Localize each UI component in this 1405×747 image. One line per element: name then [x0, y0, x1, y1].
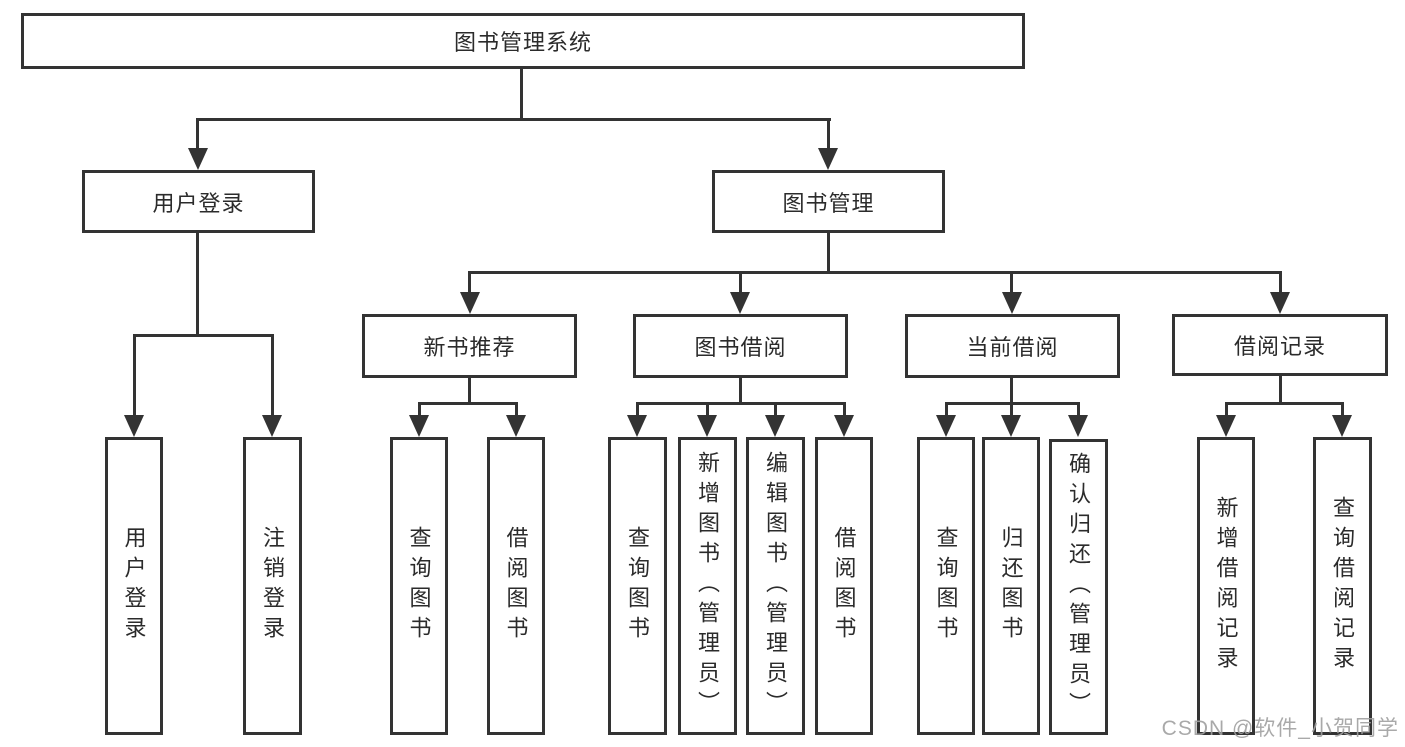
connector-leaf-stem [515, 402, 518, 417]
connector-to-current-borrowing-stem [1010, 271, 1013, 294]
node-label: 图书管理系统 [453, 30, 592, 55]
node-new-book-recommendation: 新书推荐 [362, 314, 577, 378]
connector-leaf-stem [774, 402, 777, 417]
leaf-label: 借阅图书 [503, 526, 529, 646]
connector-borrowing-records-hbar [1225, 402, 1344, 405]
connector-leaf-stem [1341, 402, 1344, 417]
leaf-query-books-current: 查询图书 [917, 437, 975, 735]
leaf-user-login: 用户登录 [105, 437, 163, 735]
leaf-label: 查询图书 [625, 526, 651, 646]
leaf-label: 新增借阅记录 [1213, 496, 1239, 676]
leaf-edit-book-admin: 编辑图书（管理员） [746, 437, 805, 735]
node-book-management: 图书管理 [712, 170, 945, 233]
node-label: 新书推荐 [423, 335, 516, 360]
arrow-to-book-management-icon [818, 148, 838, 170]
leaf-borrow-books-borrowing: 借阅图书 [815, 437, 873, 735]
arrow-to-new-book-recommendation-icon [460, 292, 480, 314]
arrow-to-user-login-icon [188, 148, 208, 170]
watermark: CSDN @软件_小贺同学 [1161, 717, 1399, 740]
connector-current-borrowing-stem [1010, 378, 1013, 405]
leaf-confirm-return-admin: 确认归还（管理员） [1049, 439, 1108, 735]
node-label: 用户登录 [152, 190, 245, 216]
leaf-query-borrow-record: 查询借阅记录 [1313, 437, 1372, 735]
node-label: 借阅记录 [1233, 334, 1326, 359]
leaf-return-book: 归还图书 [982, 437, 1040, 735]
leaf-label: 注销登录 [260, 526, 286, 646]
leaf-logout: 注销登录 [243, 437, 302, 735]
node-borrowing-records: 借阅记录 [1172, 314, 1388, 376]
leaf-label: 确认归还（管理员） [1066, 452, 1092, 722]
leaf-label: 借阅图书 [831, 526, 857, 646]
arrow-to-book-borrowing-icon [730, 292, 750, 314]
arrow-to-leaf-icon [627, 415, 647, 437]
leaf-label: 用户登录 [121, 526, 147, 646]
arrow-to-current-borrowing-icon [1002, 292, 1022, 314]
connector-leaf-stem [843, 402, 846, 417]
arrow-to-leaf-icon [409, 415, 429, 437]
arrow-to-leaf-icon [697, 415, 717, 437]
arrow-to-leaf-icon [765, 415, 785, 437]
node-label: 图书借阅 [694, 335, 787, 360]
connector-to-book-borrowing-stem [739, 271, 742, 294]
leaf-add-borrow-record: 新增借阅记录 [1197, 437, 1255, 735]
node-label: 图书管理 [782, 190, 875, 216]
connector-user-login-hbar [133, 334, 274, 337]
connector-book-management-stem [827, 233, 830, 273]
connector-root-hbar [196, 118, 831, 121]
connector-new-book-recommendation-stem [468, 378, 471, 405]
connector-user-login-stem [196, 233, 199, 336]
connector-to-borrowing-records-stem [1279, 271, 1282, 294]
arrow-to-leaf-icon [936, 415, 956, 437]
leaf-label: 新增图书（管理员） [695, 451, 721, 721]
connector-leaf-stem [706, 402, 709, 417]
connector-new-book-recommendation-hbar [418, 402, 518, 405]
connector-to-user-login-stem [196, 118, 199, 150]
connector-to-new-book-recommendation-stem [468, 271, 471, 294]
leaf-label: 查询图书 [933, 526, 959, 646]
leaf-borrow-books-recommend: 借阅图书 [487, 437, 545, 735]
node-library-management-system: 图书管理系统 [21, 13, 1025, 69]
arrow-to-leaf-icon [1001, 415, 1021, 437]
connector-book-borrowing-stem [739, 378, 742, 405]
leaf-label: 编辑图书（管理员） [763, 451, 789, 721]
connector-to-book-management-stem [827, 118, 830, 150]
connector-to-leaf-logout-stem [271, 334, 274, 417]
connector-leaf-stem [418, 402, 421, 417]
connector-book-management-hbar [469, 271, 1282, 274]
leaf-query-books-recommend: 查询图书 [390, 437, 448, 735]
connector-book-borrowing-hbar [636, 402, 846, 405]
node-current-borrowing: 当前借阅 [905, 314, 1120, 378]
node-user-login: 用户登录 [82, 170, 315, 233]
leaf-add-book-admin: 新增图书（管理员） [678, 437, 737, 735]
arrow-to-leaf-user-login-icon [124, 415, 144, 437]
connector-leaf-stem [945, 402, 948, 417]
arrow-to-leaf-icon [834, 415, 854, 437]
arrow-to-leaf-icon [1068, 415, 1088, 437]
node-book-borrowing: 图书借阅 [633, 314, 848, 378]
node-label: 当前借阅 [966, 335, 1059, 360]
connector-leaf-stem [1010, 402, 1013, 417]
connector-to-leaf-user-login-stem [133, 334, 136, 417]
leaf-label: 查询借阅记录 [1330, 496, 1356, 676]
connector-borrowing-records-stem [1279, 376, 1282, 405]
leaf-query-books-borrowing: 查询图书 [608, 437, 667, 735]
connector-leaf-stem [636, 402, 639, 417]
connector-root-stem [520, 68, 523, 120]
arrow-to-leaf-logout-icon [262, 415, 282, 437]
arrow-to-borrowing-records-icon [1270, 292, 1290, 314]
arrow-to-leaf-icon [1216, 415, 1236, 437]
arrow-to-leaf-icon [506, 415, 526, 437]
leaf-label: 归还图书 [998, 526, 1024, 646]
arrow-to-leaf-icon [1332, 415, 1352, 437]
connector-leaf-stem [1077, 402, 1080, 417]
leaf-label: 查询图书 [406, 526, 432, 646]
connector-leaf-stem [1225, 402, 1228, 417]
